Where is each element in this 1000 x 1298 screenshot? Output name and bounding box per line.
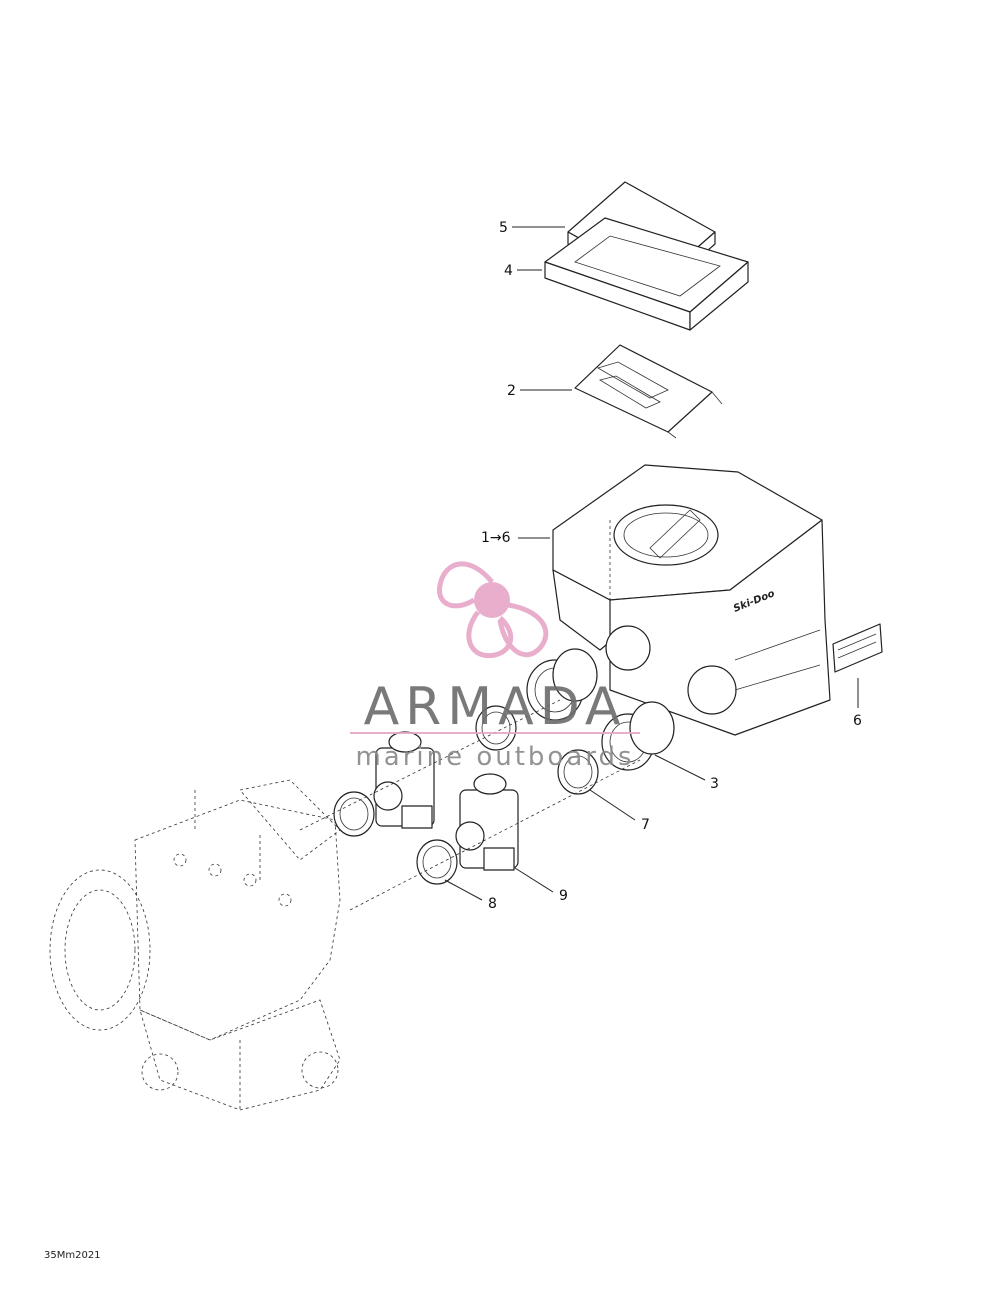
callout-7: 7 [589,789,650,833]
svg-text:8: 8 [488,896,497,912]
part-3-adaptors [526,648,675,771]
part-1-air-silencer-box: Ski-Doo [552,464,831,736]
part-6-decal [832,623,883,673]
svg-text:3: 3 [710,776,719,792]
part-4-filter-frame [544,217,749,331]
svg-text:2: 2 [507,383,516,399]
svg-text:5: 5 [499,220,508,236]
svg-text:6: 6 [853,713,862,729]
callout-8: 8 [444,879,497,912]
propeller-icon [437,561,549,659]
svg-text:9: 9 [559,888,568,904]
callout-9: 9 [514,867,568,904]
watermark: ARMADA marine outboards [350,561,640,772]
callout-5: 5 [499,220,565,236]
watermark-brand: ARMADA [364,677,627,737]
callout-6: 6 [853,678,862,729]
engine-outline [49,779,341,1111]
part-7-clamps [475,705,599,795]
svg-text:1→6: 1→6 [481,530,511,546]
svg-text:4: 4 [504,263,513,279]
callout-4: 4 [504,263,542,279]
callout-3: 3 [654,754,719,792]
part-2-support-plate [574,344,723,439]
drawing-code: 35Mm2021 [44,1250,101,1261]
callout-2: 2 [507,383,572,399]
callout-1-6: 1→6 [481,530,550,546]
part-8-clamps [333,791,458,885]
assembly-axes [299,520,641,911]
part-9-carburetors [373,731,519,871]
watermark-tagline: marine outboards [355,742,634,772]
svg-text:7: 7 [641,817,650,833]
